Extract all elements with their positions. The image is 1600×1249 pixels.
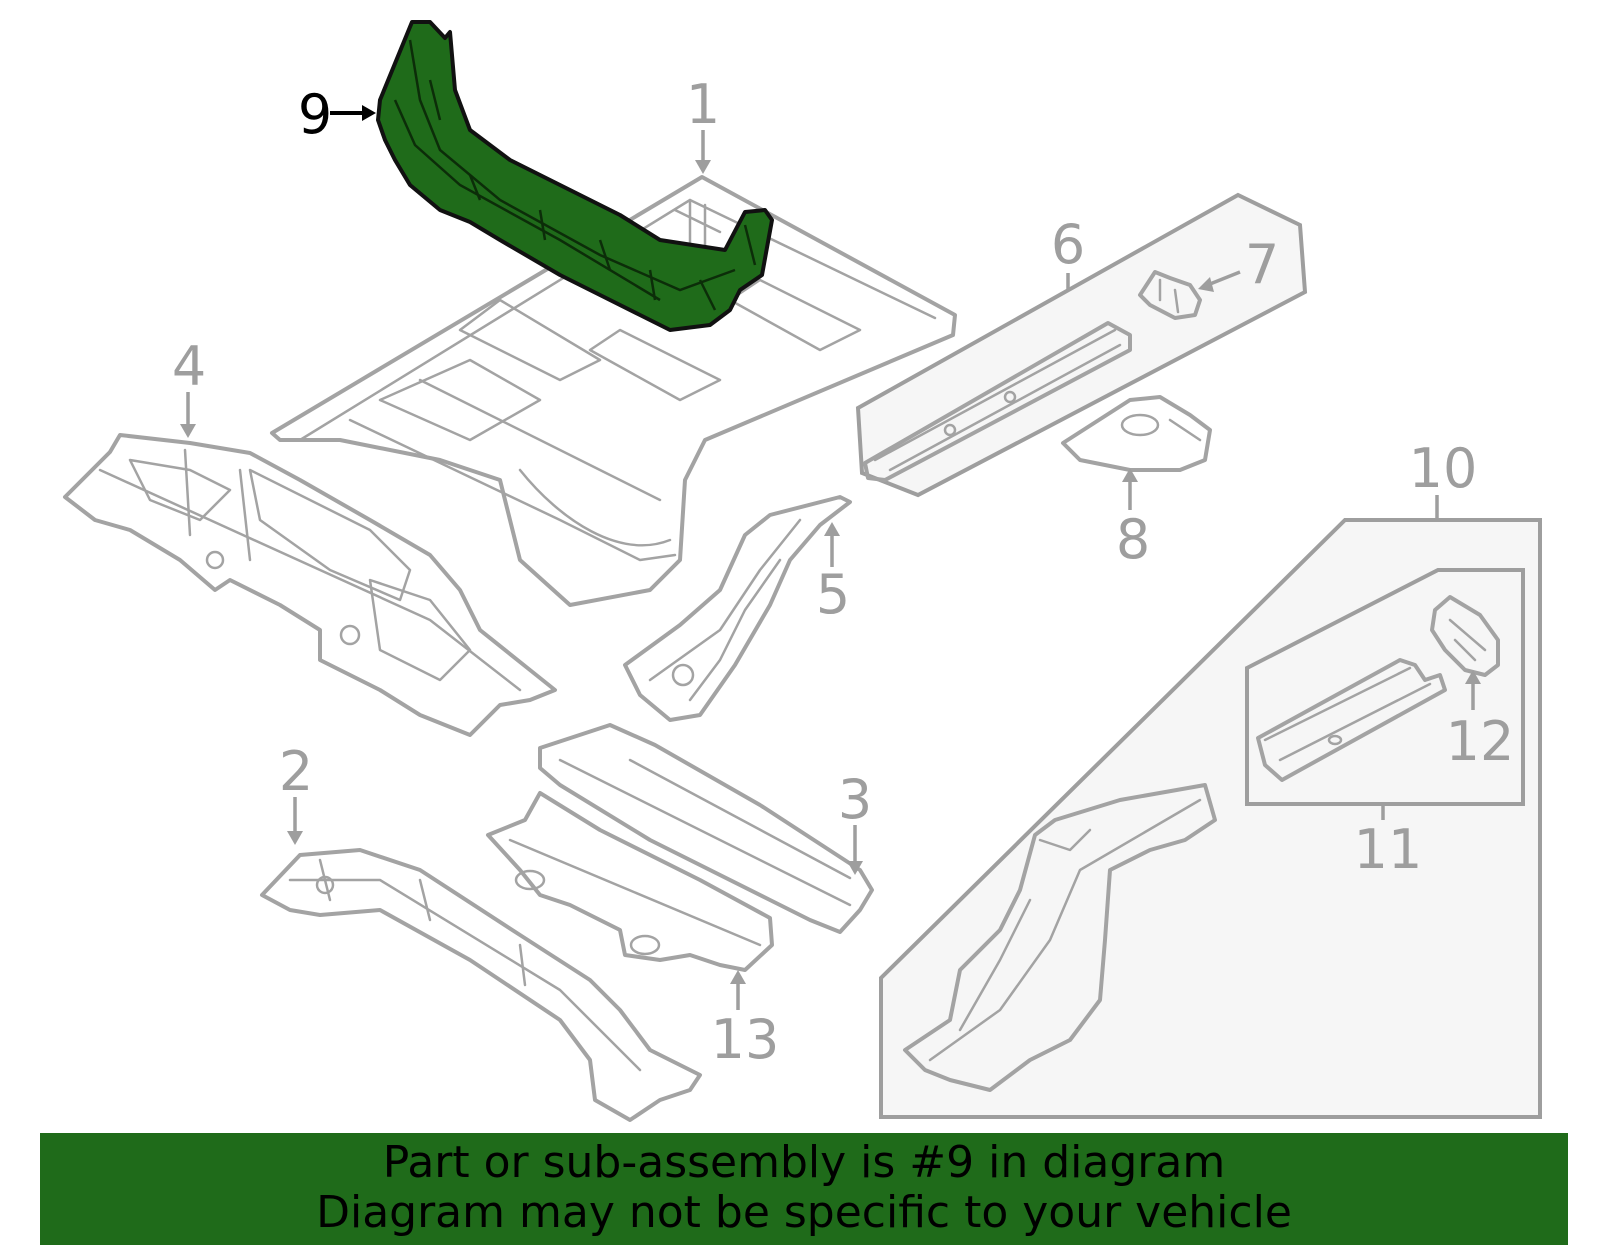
callout-10: 10 bbox=[1409, 437, 1478, 500]
part-2-longitudinal-member bbox=[260, 848, 702, 1122]
part-1-rear-floor-pan bbox=[270, 175, 957, 607]
banner-line-2: Diagram may not be specific to your vehi… bbox=[316, 1187, 1292, 1238]
callout-7: 7 bbox=[1245, 233, 1279, 296]
callout-8: 8 bbox=[1116, 508, 1150, 571]
part-9-highlighted-rear-crossmember bbox=[376, 20, 774, 332]
part-8-plate bbox=[1061, 395, 1212, 472]
part-10-rear-side-member-assembly bbox=[903, 783, 1217, 1092]
part-11-extension bbox=[1256, 658, 1447, 782]
callout-6: 6 bbox=[1051, 213, 1085, 276]
callout-1: 1 bbox=[686, 73, 720, 136]
notice-banner: Part or sub-assembly is #9 in diagram Di… bbox=[40, 1133, 1568, 1245]
part-7-small-bracket bbox=[1138, 270, 1202, 320]
group-box-6 bbox=[855, 192, 1308, 498]
part-12-gusset bbox=[1430, 595, 1500, 677]
banner-line-1: Part or sub-assembly is #9 in diagram bbox=[382, 1137, 1226, 1188]
callout-2: 2 bbox=[279, 740, 313, 803]
callout-13: 13 bbox=[711, 1008, 780, 1071]
part-4-side-member bbox=[63, 433, 557, 737]
callout-11: 11 bbox=[1354, 818, 1423, 881]
part-3-cross-member bbox=[538, 723, 874, 934]
callout-5: 5 bbox=[816, 563, 850, 626]
callout-4: 4 bbox=[172, 335, 206, 398]
group-box-11 bbox=[1245, 568, 1525, 806]
callout-3: 3 bbox=[838, 768, 872, 831]
part-6-cross-rail bbox=[863, 321, 1132, 482]
callout-leaders bbox=[180, 105, 1481, 1010]
callout-9-highlighted: 9 bbox=[298, 83, 332, 146]
callout-12: 12 bbox=[1446, 710, 1515, 773]
part-13-cross-member bbox=[486, 791, 774, 972]
part-5-bracket bbox=[623, 495, 852, 722]
